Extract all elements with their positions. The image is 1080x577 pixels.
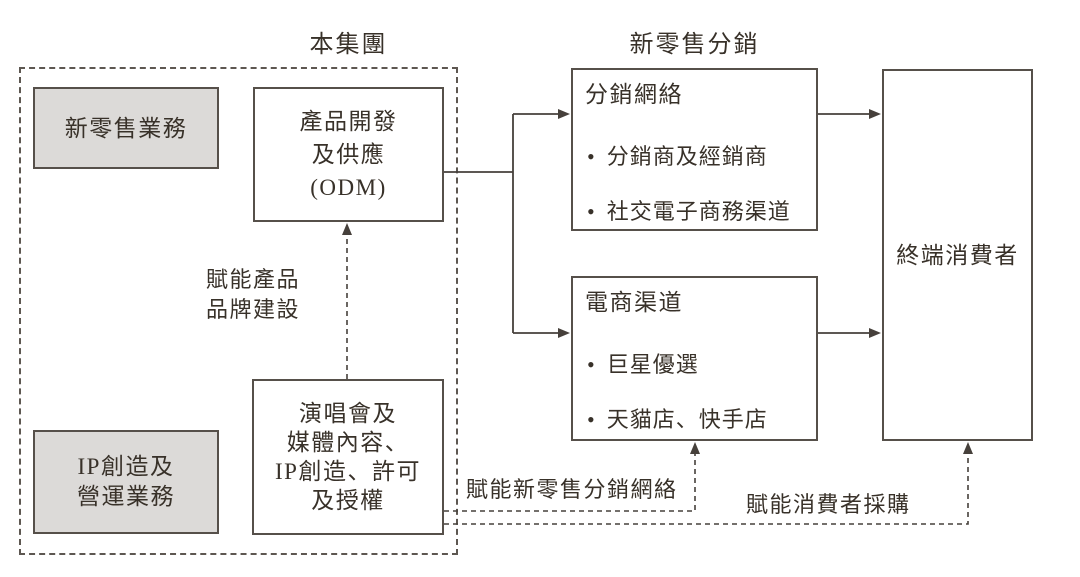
distribution-network-title: 分銷網絡 <box>585 82 683 107</box>
list-item: 巨星優選 <box>587 349 699 380</box>
arrowhead-right-icon <box>558 109 570 119</box>
odm-line-3: (ODM) <box>310 175 387 200</box>
list-item: 社交電子商務渠道 <box>587 196 791 227</box>
bullet-icon <box>587 404 596 435</box>
concert-media-content-box: 演唱會及 媒體內容、 IP創造、許可 及授權 <box>252 379 444 535</box>
ip-business-line-2: 營運業務 <box>77 484 175 509</box>
empower-product-line-2: 品牌建設 <box>205 297 300 322</box>
distribution-network-item-2: 社交電子商務渠道 <box>606 199 791 224</box>
empower-product-line-1: 賦能產品 <box>205 267 300 292</box>
bullet-icon <box>587 196 596 227</box>
ip-business-line-1: IP創造及 <box>77 454 175 479</box>
ecommerce-channel-title: 電商渠道 <box>585 290 683 315</box>
content-line-4: 及授權 <box>311 488 385 513</box>
empower-consumer-annotation: 賦能消費者採購 <box>746 492 911 517</box>
group-column-label: 本集團 <box>309 32 388 58</box>
bullet-icon <box>587 349 596 380</box>
content-line-2: 媒體內容、 <box>286 430 410 455</box>
content-line-1: 演唱會及 <box>299 401 397 426</box>
ecommerce-item-1: 巨星優選 <box>606 352 699 377</box>
ecommerce-item-2: 天貓店、快手店 <box>606 407 768 432</box>
bullet-icon <box>587 141 596 172</box>
list-item: 天貓店、快手店 <box>587 404 768 435</box>
arrowhead-up-icon <box>690 442 700 454</box>
ecommerce-channel-box: 電商渠道 巨星優選 天貓店、快手店 <box>571 276 818 441</box>
content-line-3: IP創造、許可 <box>275 459 421 484</box>
product-development-odm-box: 產品開發 及供應 (ODM) <box>253 87 444 222</box>
ip-creation-operation-business-box: IP創造及 營運業務 <box>33 430 219 534</box>
new-retail-business-label: 新零售業務 <box>64 115 188 141</box>
list-item: 分銷商及經銷商 <box>587 141 768 172</box>
distribution-network-item-1: 分銷商及經銷商 <box>606 144 768 169</box>
new-retail-distribution-column-label: 新零售分銷 <box>629 32 760 58</box>
end-consumer-label: 終端消費者 <box>896 242 1019 268</box>
arrowhead-right-icon <box>558 328 570 338</box>
new-retail-business-box: 新零售業務 <box>33 87 219 169</box>
odm-line-2: 及供應 <box>311 142 386 167</box>
empower-distribution-annotation: 賦能新零售分銷網絡 <box>466 477 678 502</box>
arrowhead-up-icon <box>963 442 973 454</box>
end-consumer-box: 終端消費者 <box>882 69 1033 441</box>
group-dashed-container <box>19 67 458 555</box>
arrowhead-right-icon <box>869 109 881 119</box>
distribution-network-box: 分銷網絡 分銷商及經銷商 社交電子商務渠道 <box>571 68 818 231</box>
empower-product-brand-annotation: 賦能產品 品牌建設 <box>190 265 316 325</box>
odm-line-1: 產品開發 <box>299 109 398 134</box>
arrowhead-right-icon <box>869 328 881 338</box>
